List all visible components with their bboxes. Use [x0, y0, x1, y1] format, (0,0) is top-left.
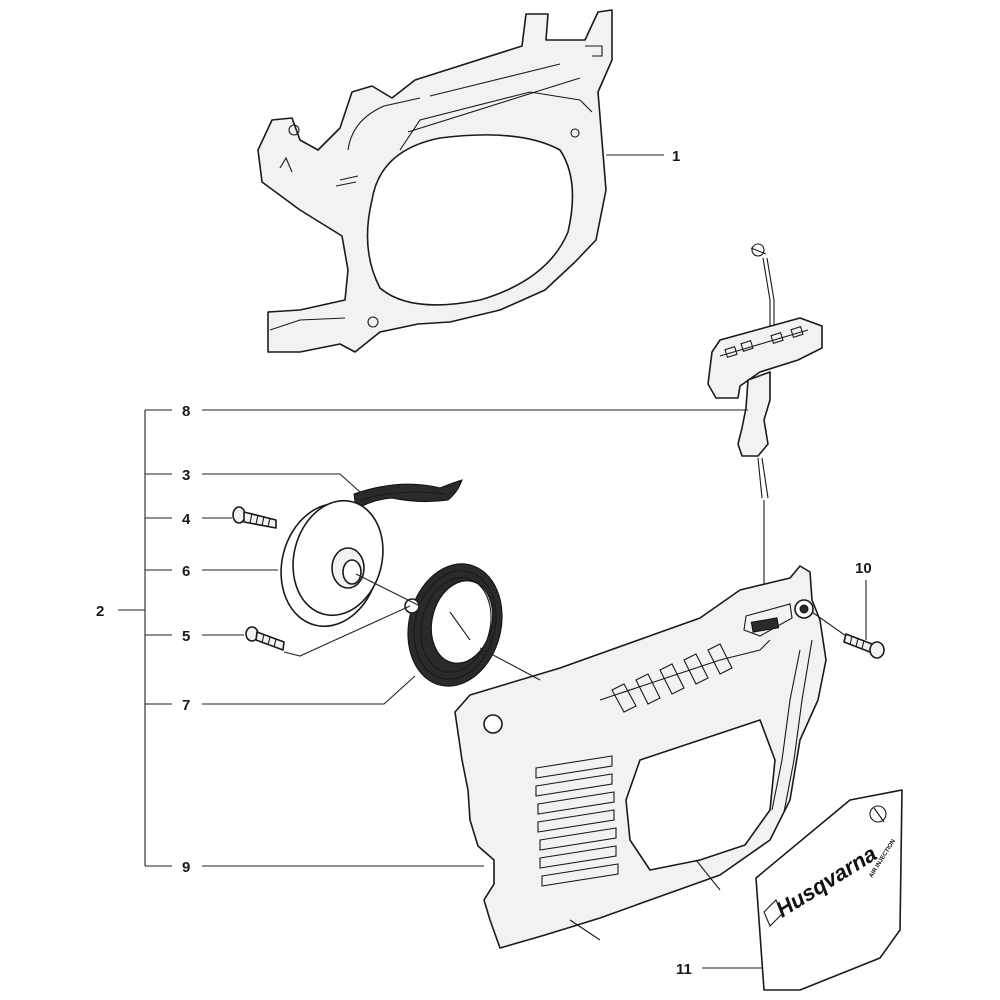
callout-3: 3 [182, 467, 190, 484]
callout-4: 4 [182, 511, 191, 528]
part-4-screw [232, 506, 277, 529]
part-8-starter-handle [707, 243, 823, 620]
part-1-housing [257, 9, 613, 353]
callout-9: 9 [182, 859, 190, 876]
callout-7: 7 [182, 697, 190, 714]
part-9-starter-cover [454, 565, 827, 949]
callout-10: 10 [855, 560, 872, 577]
part-7-spring [404, 563, 503, 687]
callout-1: 1 [672, 148, 680, 165]
part-10-bolt [843, 633, 885, 659]
callout-6: 6 [182, 563, 190, 580]
callout-8: 8 [182, 403, 190, 420]
callout-labels: 1 2 3 4 5 6 7 8 9 10 11 [96, 148, 872, 978]
part-3-rope [353, 479, 463, 511]
part-5-screw [245, 626, 285, 651]
part-6-pulley [280, 499, 384, 628]
leader-lines [118, 154, 867, 969]
callout-5: 5 [182, 628, 190, 645]
callout-2: 2 [96, 603, 104, 620]
part-11-decal: Husqvarna AIR INJECTION [755, 789, 903, 991]
callout-11: 11 [676, 961, 692, 978]
